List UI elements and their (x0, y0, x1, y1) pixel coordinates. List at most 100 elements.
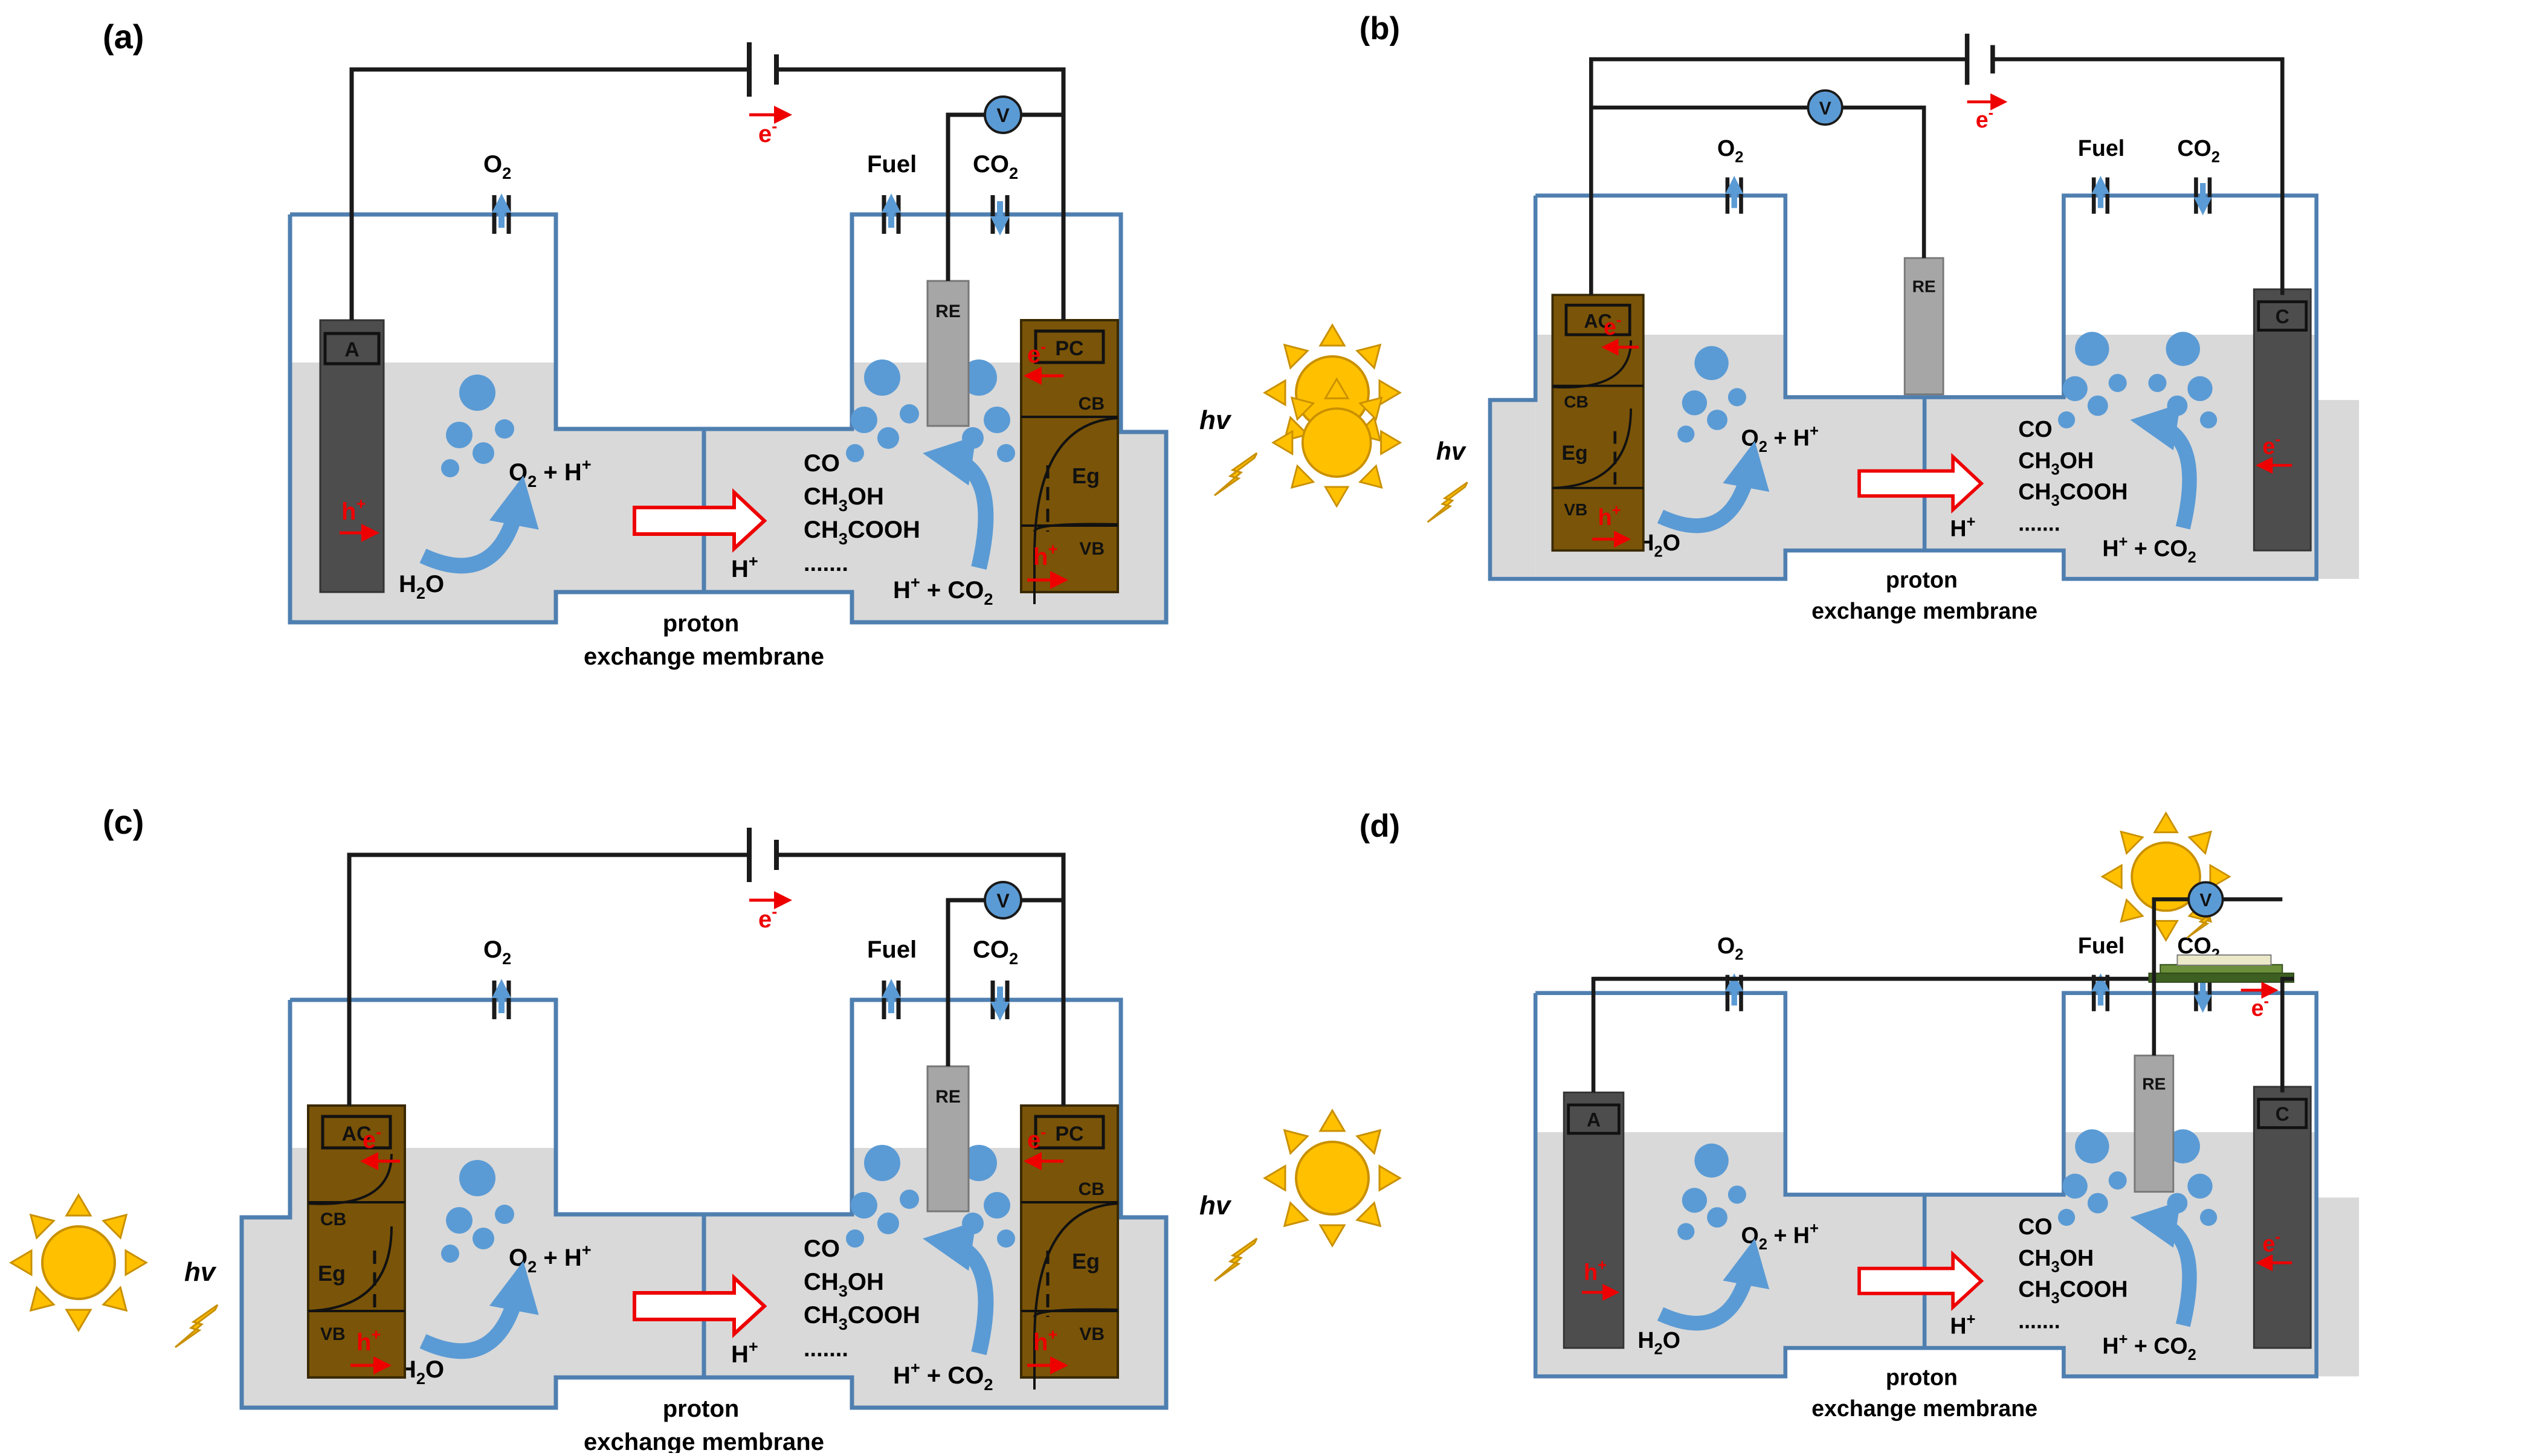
proton-label-part: + (1967, 1311, 1976, 1328)
eg-label: Eg (1072, 463, 1100, 488)
product-ch3cooh-part: 3 (839, 529, 848, 548)
gas-bubble (2075, 332, 2109, 366)
membrane-label: exchange membrane (1811, 598, 2037, 623)
voltmeter-label: V (2199, 891, 2211, 910)
sun-ray (1378, 379, 1402, 407)
o2-h-label-part: O (1741, 1222, 1758, 1248)
co2-valve-label-part: CO (973, 151, 1009, 178)
fuel-valve-label: Fuel (867, 936, 917, 963)
o2-valve-label: O2 (1717, 135, 1743, 166)
circuit-electron-label: e- (758, 902, 777, 933)
electron-label-part: - (2275, 1229, 2280, 1246)
hole-label-part: h (1033, 544, 1048, 570)
gas-bubble (441, 1245, 459, 1263)
proton-label-part: + (749, 552, 758, 570)
hole-label-part: h (341, 498, 356, 525)
sun-icon (1271, 377, 1402, 508)
product-more: ....... (2018, 511, 2060, 535)
proton-label: H+ (731, 552, 758, 582)
electrode-label-box (1034, 329, 1105, 364)
gas-bubble (2058, 411, 2076, 429)
sun-ray (1323, 377, 1350, 399)
reference-electrode (2134, 1054, 2175, 1193)
product-co: CO (2018, 1214, 2052, 1239)
reference-electrode-label: RE (2142, 1074, 2166, 1094)
hole-label-part: + (356, 494, 366, 513)
proton-label: H+ (731, 1337, 758, 1368)
product-ch3oh-part: CH (2018, 1245, 2051, 1271)
product-co-part: CO (2018, 1214, 2052, 1239)
voltmeter-icon (984, 881, 1022, 920)
gas-bubble (900, 1190, 919, 1209)
sun-disc (1295, 1141, 1370, 1216)
electrode-body (2253, 1086, 2312, 1349)
electrode-label: A (344, 338, 360, 361)
circuit-electron-label: e- (2251, 993, 2269, 1021)
h2o-label: H2O (399, 571, 444, 602)
sun-ray (1263, 1164, 1286, 1192)
gas-bubble (459, 1160, 495, 1196)
sun-ray (65, 1309, 92, 1332)
product-ch3cooh-part: 3 (2051, 1290, 2060, 1307)
h2o-label-part: H (399, 571, 416, 598)
o2-valve-label: O2 (483, 936, 511, 968)
o2-h-label-part: O (509, 1245, 527, 1271)
hv-label: hv (1436, 437, 1466, 465)
product-ch3cooh: CH3COOH (2018, 479, 2127, 510)
o2-h-label-part: + H (537, 1245, 581, 1271)
electron-label-part: e (1027, 341, 1040, 368)
o2-valve-label-part: 2 (1735, 149, 1743, 166)
proton-transport-arrow (633, 488, 767, 553)
product-ch3oh: CH3OH (804, 1269, 884, 1300)
sun-ray (124, 1249, 148, 1277)
electrode-label-box (2257, 1098, 2308, 1129)
product-more-part: ....... (804, 1336, 848, 1362)
h-co2-label-part: + (2118, 1331, 2127, 1348)
hole-label-part: h (1033, 1329, 1048, 1356)
electron-label: e- (363, 1123, 381, 1153)
band-bending (308, 1226, 393, 1312)
proton-transport-arrow (1857, 453, 1984, 514)
sun-ray (1290, 464, 1315, 489)
voltmeter-label: V (996, 105, 1010, 126)
sun-ray (2153, 811, 2179, 834)
lightning-icon (175, 1304, 219, 1348)
o2-h-label-part: 2 (527, 1257, 537, 1276)
gas-bubble (1677, 1223, 1695, 1240)
proton-label: H+ (1950, 1311, 1975, 1339)
o2-h-label-part: + (582, 1240, 592, 1259)
hole-label-part: + (1612, 502, 1621, 519)
o2-h-label-part: + (1810, 423, 1819, 440)
cb-label: CB (1564, 391, 1589, 411)
reaction-arrow (2130, 404, 2197, 530)
band-bending (1033, 1202, 1118, 1342)
gas-bubble (2108, 373, 2127, 392)
gas-bubble (2108, 1171, 2127, 1190)
o2-h-label: O2 + H+ (1741, 1220, 1818, 1253)
gas-bubble (2058, 1208, 2076, 1226)
sun-ray (1318, 1109, 1346, 1132)
wire-ref (2152, 897, 2190, 1056)
voltmeter-icon (2187, 881, 2224, 918)
h2o-label-part: 2 (416, 1369, 425, 1388)
band-bending (1033, 523, 1118, 532)
electrode-body (2253, 288, 2312, 552)
gas-bubble (1727, 388, 1746, 407)
voltmeter-icon (1807, 89, 1844, 126)
h-co2-label-part: H (893, 577, 911, 604)
electrode-label-box (323, 332, 381, 366)
co2-valve-label: CO2 (2177, 135, 2220, 166)
gas-bubble (473, 442, 494, 464)
sun-ray (1263, 379, 1286, 407)
voltmeter-icon (984, 95, 1022, 134)
gas-bubble (1682, 390, 1708, 416)
gas-bubble (2167, 395, 2188, 416)
gas-bubble (495, 419, 514, 439)
reaction-arrow (923, 1221, 994, 1355)
fuel-valve-label-part: Fuel (867, 936, 917, 963)
gas-bubble (962, 1213, 984, 1234)
electrolyte-channel (1490, 400, 1536, 579)
product-more: ....... (804, 1336, 848, 1362)
sun-disc (1301, 407, 1372, 478)
co2-valve-label: CO2 (973, 151, 1018, 182)
